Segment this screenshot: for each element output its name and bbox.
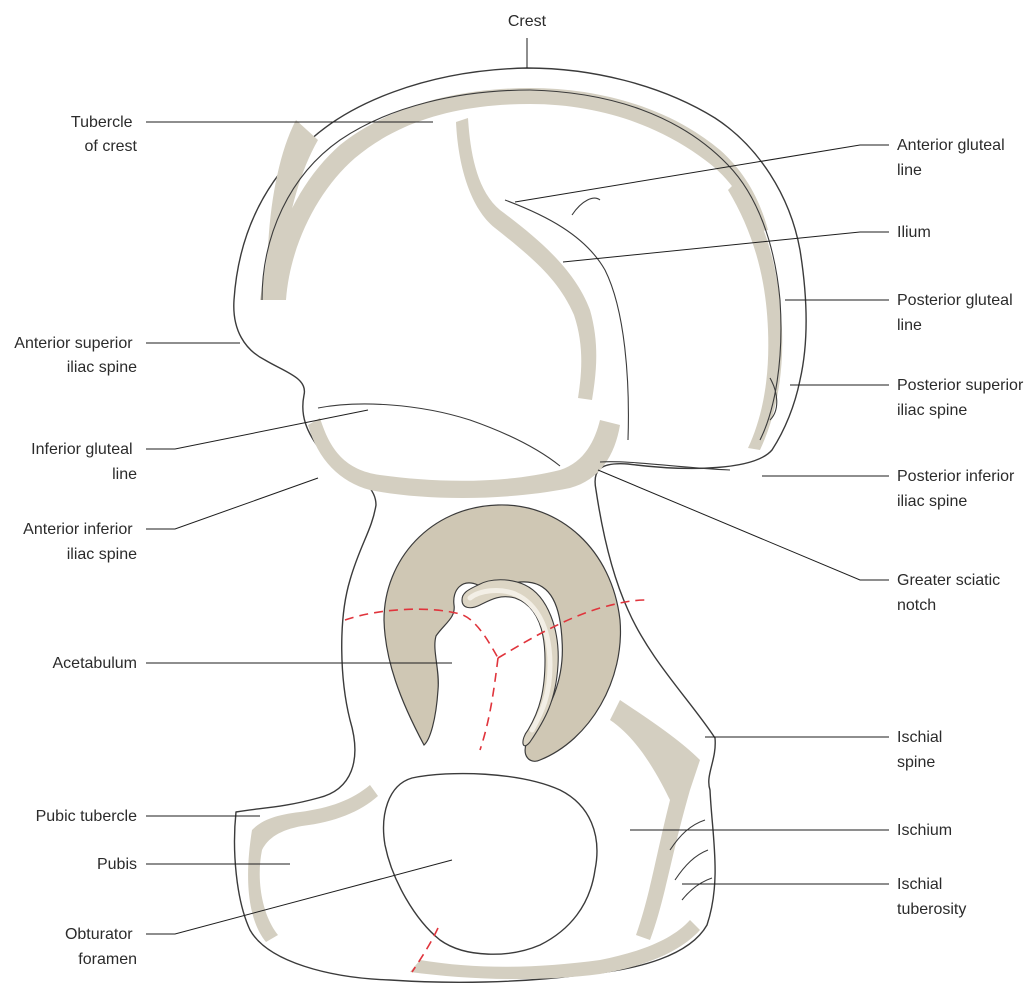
label-ischium: Ischium — [897, 822, 952, 839]
greater-sciatic-leader — [598, 470, 889, 580]
label-pubic-tubercle: Pubic tubercle — [36, 808, 137, 825]
label-acetabulum: Acetabulum — [53, 655, 138, 672]
label-obturator-foramen: Obturator foramen — [65, 926, 137, 968]
hip-bone-drawing — [234, 68, 806, 982]
label-greater-sciatic-notch: Greater sciatic notch — [897, 572, 1005, 614]
label-ischial-tuberosity: Ischial tuberosity — [897, 876, 966, 918]
label-posterior-gluteal-line: Posterior gluteal line — [897, 292, 1017, 334]
label-posterior-superior-iliac-spine: Posterior superior iliac spine — [897, 377, 1028, 419]
label-ilium: Ilium — [897, 224, 931, 241]
label-inferior-gluteal-line: Inferior gluteal line — [31, 441, 137, 483]
label-tubercle-of-crest: Tubercle of crest — [71, 114, 138, 155]
aiis-leader — [146, 478, 318, 529]
label-ischial-spine: Ischial spine — [897, 729, 947, 771]
label-anterior-gluteal-line: Anterior gluteal line — [897, 137, 1009, 179]
label-posterior-inferior-iliac-spine: Posterior inferior iliac spine — [897, 468, 1019, 510]
label-anterior-inferior-iliac-spine: Anterior inferior iliac spine — [23, 521, 137, 563]
label-anterior-superior-iliac-spine: Anterior superior iliac spine — [14, 335, 137, 376]
label-crest: Crest — [508, 13, 547, 30]
label-pubis: Pubis — [97, 856, 137, 873]
